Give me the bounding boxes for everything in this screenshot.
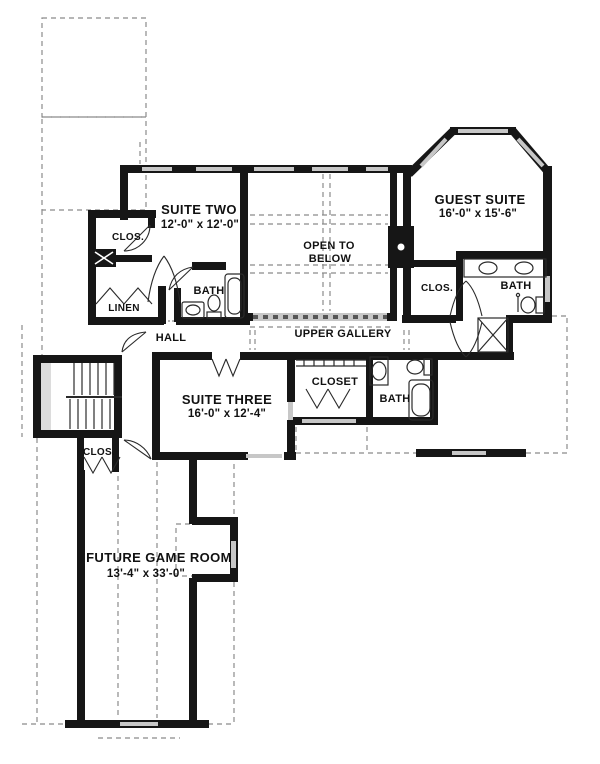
toilet-tank — [206, 311, 222, 319]
label-closet: CLOSET — [312, 376, 358, 388]
tub — [224, 273, 245, 319]
bay-windows — [419, 137, 545, 168]
label-open-to-below-2: BELOW — [309, 253, 352, 265]
label-suite-two-closet: CLOS. — [112, 232, 144, 243]
label-hall-bath: BATH — [380, 393, 411, 405]
chimney-flue-dot — [397, 243, 405, 251]
label-open-to-below-1: OPEN TO — [303, 240, 355, 252]
fixtures — [66, 224, 547, 475]
label-future-game-room: FUTURE GAME ROOM — [86, 550, 232, 565]
vanity — [463, 258, 547, 278]
stair-landing-strip — [41, 363, 51, 430]
label-upper-gallery: UPPER GALLERY — [294, 328, 391, 340]
vanity — [181, 301, 205, 319]
sink — [371, 361, 387, 381]
label-guest-closet: CLOS. — [421, 283, 453, 294]
toilet-tank — [423, 358, 433, 376]
label-suite-three-dims: 16'-0" x 12'-4" — [188, 408, 266, 420]
chase-x-mark — [94, 251, 114, 265]
stair-treads — [66, 363, 122, 429]
windows — [120, 129, 550, 726]
label-hall: HALL — [156, 332, 187, 344]
tub — [408, 379, 434, 421]
label-stair-closet: CLOS. — [83, 447, 115, 458]
label-guest-suite: GUEST SUITE — [434, 192, 525, 207]
label-future-game-room-dims: 13'-4" x 33'-0" — [107, 568, 185, 580]
label-guest-suite-dims: 16'-0" x 15'-6" — [439, 208, 517, 220]
sink — [185, 304, 201, 316]
label-suite-two: SUITE TWO — [161, 202, 237, 217]
label-linen: LINEN — [108, 303, 140, 314]
sink — [478, 261, 498, 275]
label-suite-two-bath: BATH — [194, 285, 225, 297]
toilet — [207, 294, 221, 312]
dashed-roof-box-top — [41, 17, 147, 118]
door-swings — [83, 224, 483, 475]
toilet — [406, 359, 424, 375]
label-suite-two-dims: 12'-0" x 12'-0" — [161, 219, 239, 231]
gallery-railing — [253, 313, 387, 321]
roof-dashed-lines — [21, 17, 568, 739]
toilet-tank — [535, 296, 545, 314]
dashed-roof-box-lower — [41, 116, 147, 211]
toilet — [520, 296, 536, 314]
vanity — [369, 356, 389, 386]
label-suite-three: SUITE THREE — [182, 392, 272, 407]
bay-walls — [406, 128, 552, 177]
label-guest-bath: BATH — [501, 280, 532, 292]
sink — [514, 261, 534, 275]
